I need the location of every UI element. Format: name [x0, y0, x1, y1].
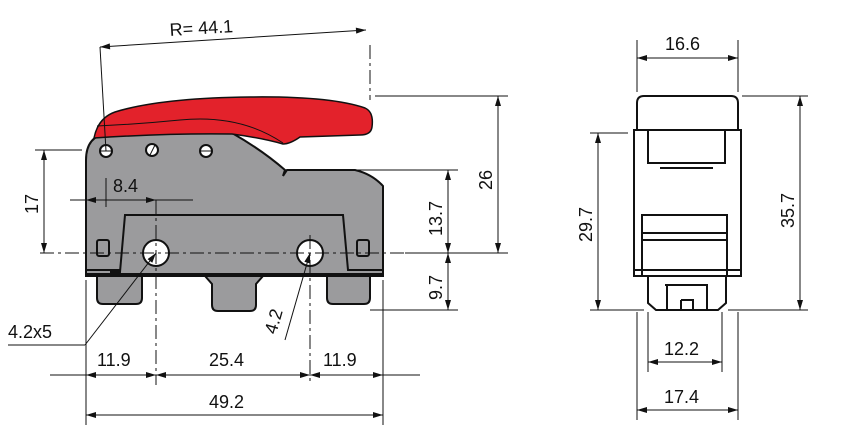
end-cap	[636, 95, 739, 130]
switch-body	[85, 132, 384, 277]
dimension-26: 26	[476, 170, 496, 190]
side-view: R= 44.1 26 13.7 9.7 17 8.4 4.2x5 4.2	[8, 16, 508, 425]
hole-label-4-2x5: 4.2x5	[8, 322, 52, 342]
dimension-13-7: 13.7	[426, 201, 446, 236]
slot-right	[356, 239, 370, 257]
hole-diameter-4-2: 4.2	[261, 307, 287, 337]
dimension-11-9-left: 11.9	[97, 350, 131, 370]
dimension-17-4: 17.4	[664, 387, 699, 407]
dimension-11-9-right: 11.9	[323, 350, 357, 370]
end-terminal	[647, 276, 727, 311]
body-panel	[110, 214, 383, 273]
dimension-8-4: 8.4	[113, 176, 138, 196]
radius-dimension: R= 44.1	[169, 16, 234, 40]
rivet	[199, 144, 213, 158]
dimension-35-7: 35.7	[778, 193, 798, 228]
end-body	[633, 129, 742, 277]
dimension-12-2: 12.2	[664, 339, 699, 359]
left-foot	[96, 275, 143, 305]
dimension-29-7: 29.7	[576, 207, 596, 242]
end-view: 16.6 29.7 35.7 12.2 17.4	[576, 34, 808, 420]
middle-foot	[202, 275, 266, 312]
dimension-9-7: 9.7	[426, 275, 446, 300]
dimension-49-2: 49.2	[209, 392, 244, 412]
right-foot	[326, 275, 371, 305]
rivet	[145, 143, 159, 157]
dimension-17: 17	[22, 194, 42, 214]
red-lever	[93, 96, 374, 145]
dimension-16-6: 16.6	[665, 34, 700, 54]
dimension-25-4: 25.4	[209, 350, 244, 370]
slot-left	[96, 239, 110, 257]
